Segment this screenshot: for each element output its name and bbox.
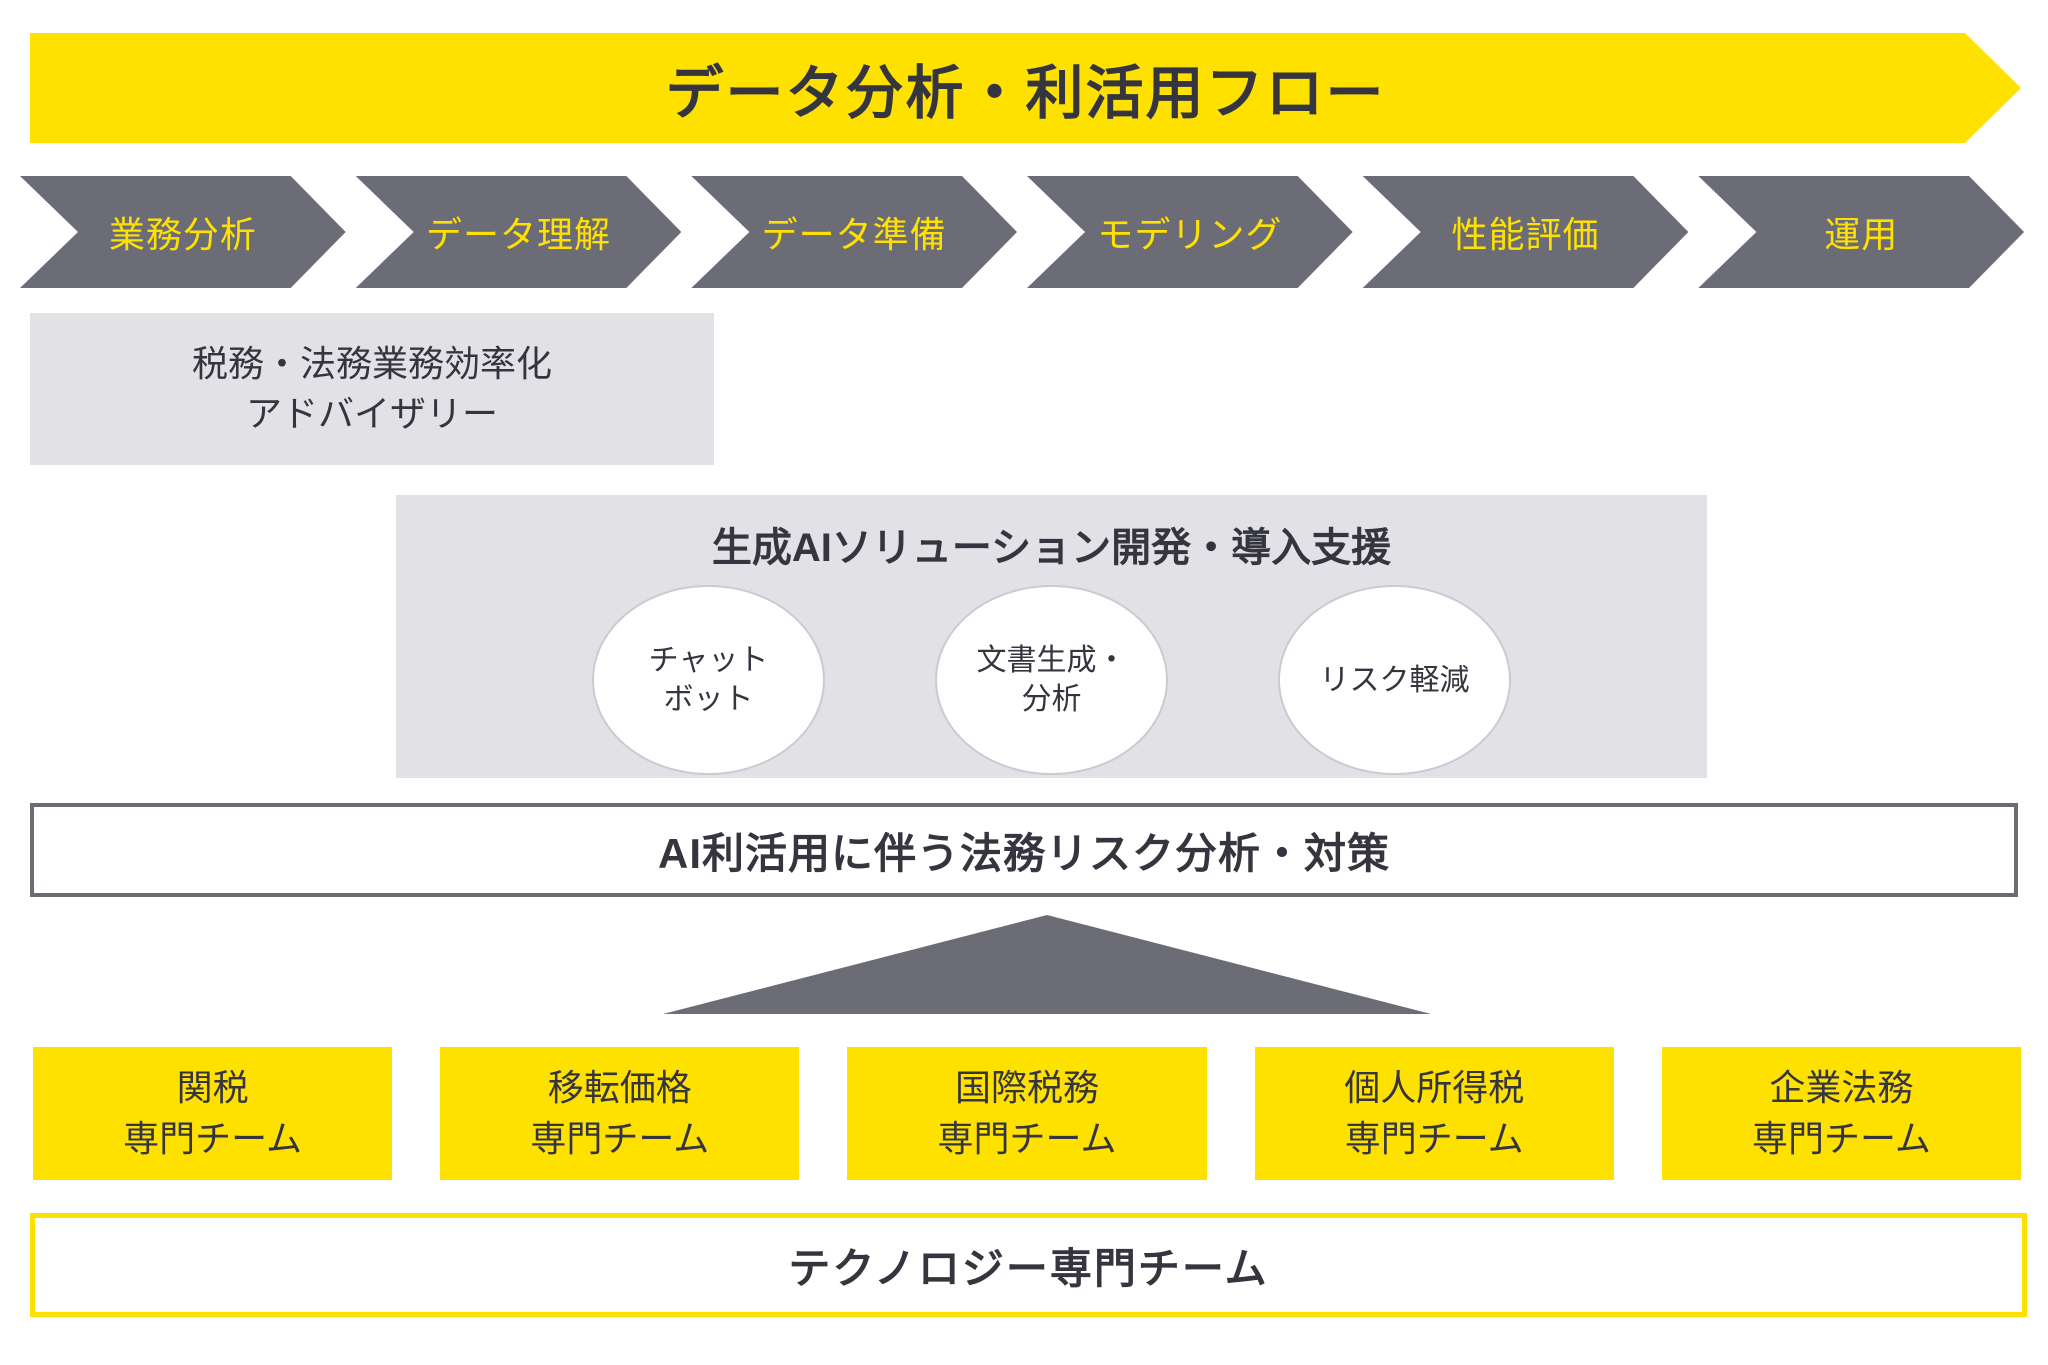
diagram-title: データ分析・利活用フロー	[665, 61, 1386, 126]
legal-risk-label: AI利活用に伴う法務リスク分析・対策	[657, 829, 1390, 877]
process-step-row: 業務分析 データ理解 データ準備 モデリング 性能評価 運用	[20, 176, 2024, 288]
flow-step-modeling: モデリング	[1027, 176, 1353, 288]
chatbot-bubble: チャット ボット	[592, 585, 825, 775]
risk-mitigation-bubble-label: リスク軽減	[1319, 663, 1470, 697]
team-box-customs: 関税 専門チーム	[33, 1047, 393, 1180]
risk-mitigation-bubble: リスク軽減	[1278, 585, 1511, 775]
chatbot-bubble-label: チャット ボット	[648, 644, 769, 716]
team-label: 移転価格 専門チーム	[530, 1067, 710, 1159]
flow-step-performance-evaluation: 性能評価	[1363, 176, 1689, 288]
advisory-label: 税務・法務業務効率化 アドバイザリー	[191, 343, 552, 434]
team-box-transfer-pricing: 移転価格 専門チーム	[440, 1047, 800, 1180]
team-label: 企業法務 専門チーム	[1751, 1067, 1931, 1159]
team-box-corporate-legal: 企業法務 専門チーム	[1661, 1047, 2022, 1180]
flow-step-data-understanding: データ理解	[356, 176, 682, 288]
genai-solution-support-box: 生成AIソリューション開発・導入支援 チャット ボット 文書生成・ 分析 リスク…	[396, 495, 1707, 778]
flow-step-label: データ準備	[761, 214, 947, 255]
flow-step-label: 運用	[1824, 214, 1899, 255]
technology-team-label: テクノロジー専門チーム	[788, 1244, 1269, 1292]
upward-triangle-connector	[663, 915, 1431, 1014]
flow-step-label: 業務分析	[108, 214, 257, 255]
flow-step-business-analysis: 業務分析	[20, 176, 346, 288]
team-label: 関税 専門チーム	[123, 1067, 303, 1159]
document-generation-bubble-label: 文書生成・ 分析	[976, 644, 1127, 716]
document-generation-bubble: 文書生成・ 分析	[935, 585, 1168, 775]
flow-title-banner: データ分析・利活用フロー	[30, 33, 2021, 143]
flow-step-operation: 運用	[1698, 176, 2024, 288]
flow-step-label: 性能評価	[1451, 214, 1600, 255]
specialist-team-row: 関税 専門チーム 移転価格 専門チーム 国際税務 専門チーム 個人所得税 専門チ…	[33, 1047, 2022, 1180]
team-label: 個人所得税 専門チーム	[1344, 1067, 1525, 1159]
genai-support-title: 生成AIソリューション開発・導入支援	[711, 526, 1392, 570]
flow-step-label: モデリング	[1097, 214, 1283, 255]
tax-legal-advisory-box: 税務・法務業務効率化 アドバイザリー	[30, 313, 714, 465]
team-label: 国際税務 専門チーム	[937, 1067, 1117, 1159]
genai-bubble-row: チャット ボット 文書生成・ 分析 リスク軽減	[396, 585, 1707, 775]
legal-risk-analysis-box: AI利活用に伴う法務リスク分析・対策	[30, 803, 2018, 897]
flow-step-data-preparation: データ準備	[691, 176, 1017, 288]
flow-step-label: データ理解	[426, 214, 612, 255]
team-box-individual-income-tax: 個人所得税 専門チーム	[1254, 1047, 1614, 1180]
technology-team-box: テクノロジー専門チーム	[30, 1213, 2027, 1317]
team-box-international-tax: 国際税務 専門チーム	[847, 1047, 1207, 1180]
